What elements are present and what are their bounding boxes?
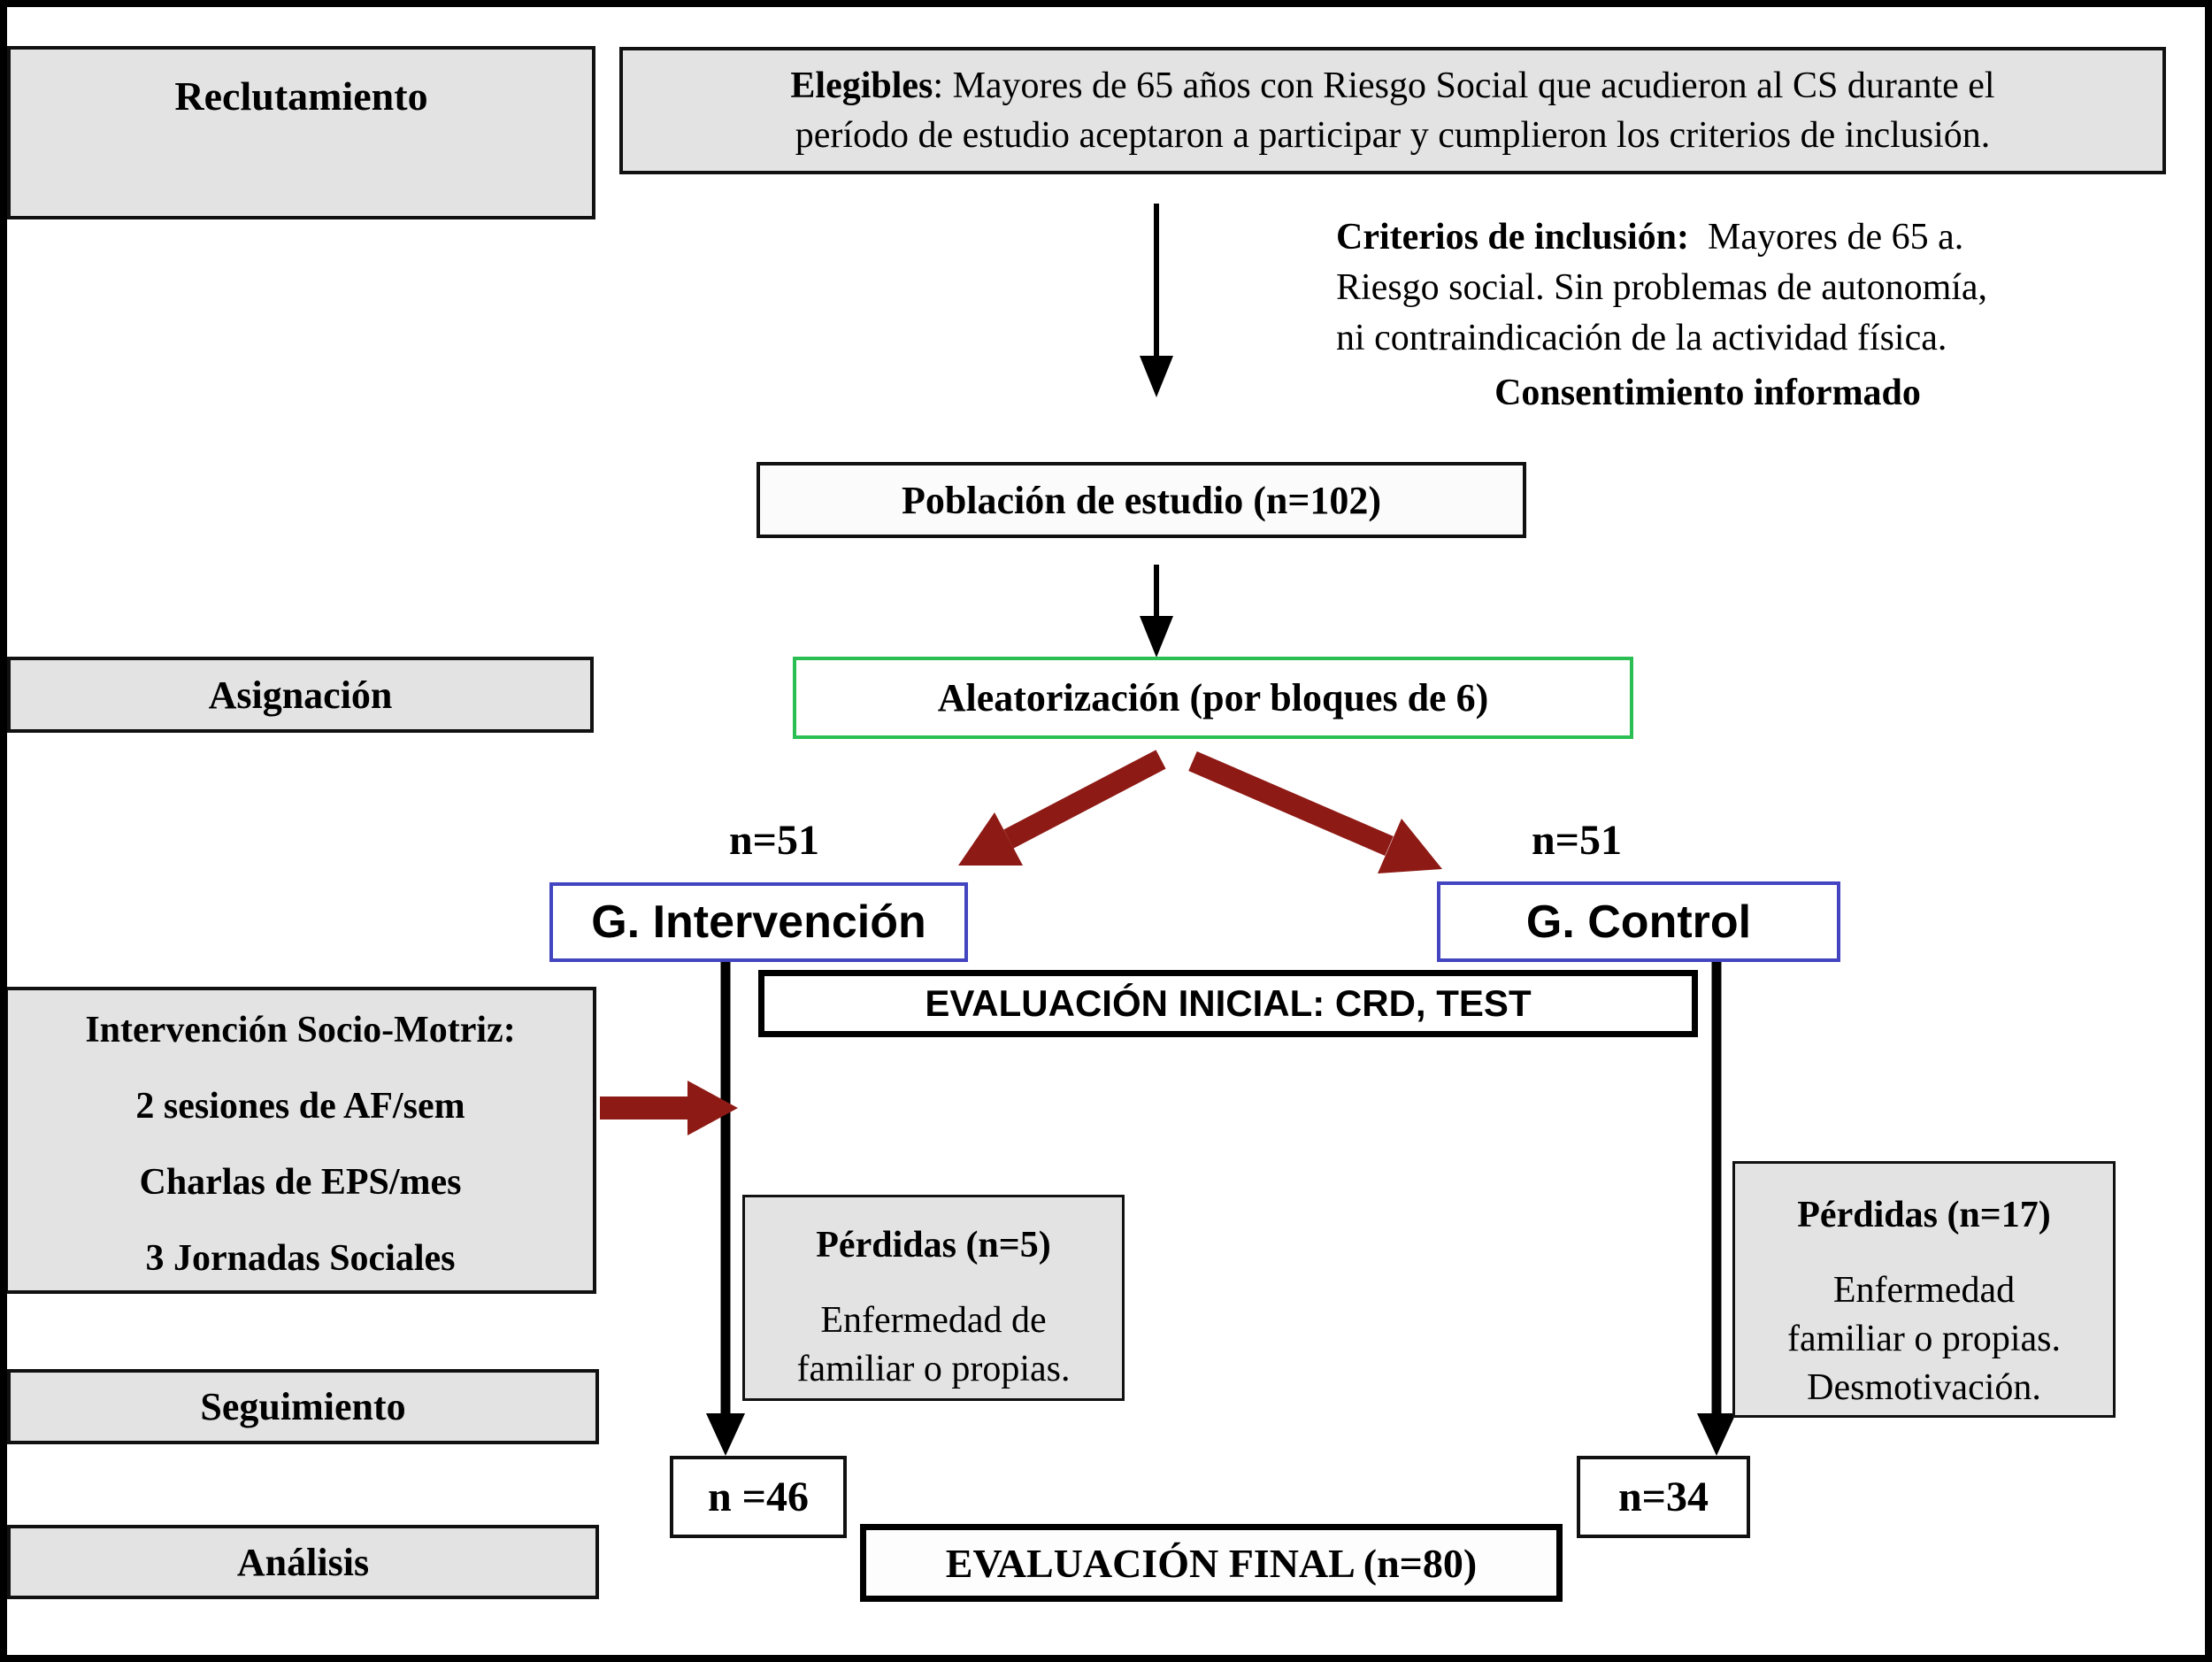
stage-box-reclutamiento: Reclutamiento [7,46,595,219]
stage-box-seguimiento: Seguimiento [7,1369,599,1444]
evaluacion-final-label: EVALUACIÓN FINAL (n=80) [945,1540,1478,1586]
stage-box-analisis: Análisis [7,1525,599,1599]
evaluacion-final-box: EVALUACIÓN FINAL (n=80) [860,1524,1563,1602]
aleatorizacion-label: Aleatorización (por bloques de 6) [937,676,1489,719]
n51-left-label: n=51 [728,817,820,864]
grupo-control-box: G. Control [1437,881,1840,962]
poblacion-box: Población de estudio (n=102) [757,462,1526,538]
consent-line: Consentimiento informado [1494,373,1921,413]
arrow-random-to-control [1188,750,1442,873]
stage-label-analisis: Análisis [236,1540,370,1584]
criterios-line2: Riesgo social. Sin problemas de autonomí… [1336,267,1988,308]
elegibles-line1: Elegibles: Mayores de 65 años con Riesgo… [790,61,1994,111]
intervencion-item: 2 sesiones de AF/sem [135,1086,465,1127]
perdidas-intervencion-line: familiar o propias. [796,1349,1071,1389]
elegibles-line2: período de estudio aceptaron a participa… [795,115,1991,156]
perdidas-intervencion-title: Pérdidas (n=5) [816,1225,1051,1266]
stage-label-seguimiento: Seguimiento [200,1385,406,1428]
perdidas-control-line: familiar o propias. [1786,1319,2062,1359]
intervencion-item: 3 Jornadas Sociales [145,1238,456,1279]
arrow-control-to-n34 [1697,961,1736,1456]
perdidas-control-title: Pérdidas (n=17) [1797,1195,2051,1235]
criterios-line1-rest: Mayores de 65 a. [1688,217,1964,258]
grupo-intervencion-box: G. Intervención [549,882,968,962]
perdidas-intervencion-line: Enfermedad de [820,1300,1047,1341]
n34-label: n=34 [1617,1473,1709,1520]
stage-box-asignacion: Asignación [7,657,594,733]
evaluacion-inicial-box: EVALUACIÓN INICIAL: CRD, TEST [758,970,1698,1037]
perdidas-intervencion-box: Pérdidas (n=5) Enfermedad de familiar o … [742,1195,1125,1401]
criterios-line1: Criterios de inclusión: Mayores de 65 a. [1336,212,2079,263]
n46-label: n =46 [707,1473,810,1520]
arrow-intervencion-to-n46 [706,961,745,1456]
elegibles-box: Elegibles: Mayores de 65 años con Riesgo… [619,47,2166,174]
aleatorizacion-box: Aleatorización (por bloques de 6) [793,657,1633,739]
intervencion-title: Intervención Socio-Motriz: [85,1010,516,1050]
grupo-intervencion-label: G. Intervención [591,896,926,948]
arrow-random-to-intervencion [958,750,1166,866]
perdidas-control-line: Desmotivación. [1807,1367,2041,1408]
n51-right-label: n=51 [1531,817,1623,864]
intervencion-sociomotriz-box: Intervención Socio-Motriz: 2 sesiones de… [4,987,596,1294]
n34-box: n=34 [1577,1456,1750,1538]
stage-label-reclutamiento: Reclutamiento [174,73,428,119]
arrow-elegibles-to-poblacion [1140,204,1173,397]
perdidas-control-line: Enfermedad [1832,1270,2016,1311]
stage-label-asignacion: Asignación [208,673,393,717]
elegibles-lead: Elegibles [790,65,933,106]
criterios-line3: ni contraindicación de la actividad físi… [1336,318,1947,358]
grupo-control-label: G. Control [1525,896,1752,948]
criterios-text-block: Criterios de inclusión: Mayores de 65 a.… [1336,212,2079,419]
intervencion-item: Charlas de EPS/mes [139,1162,462,1203]
elegibles-line1-rest: : Mayores de 65 años con Riesgo Social q… [933,65,1995,106]
arrow-poblacion-to-aleatorizacion [1140,565,1173,658]
arrow-sociomotriz-to-line [600,1081,738,1135]
n46-box: n =46 [670,1456,847,1538]
criterios-title: Criterios de inclusión: [1336,217,1689,258]
poblacion-label: Población de estudio (n=102) [901,478,1382,522]
evaluacion-inicial-label: EVALUACIÓN INICIAL: CRD, TEST [925,982,1532,1024]
perdidas-control-box: Pérdidas (n=17) Enfermedad familiar o pr… [1732,1161,2116,1418]
